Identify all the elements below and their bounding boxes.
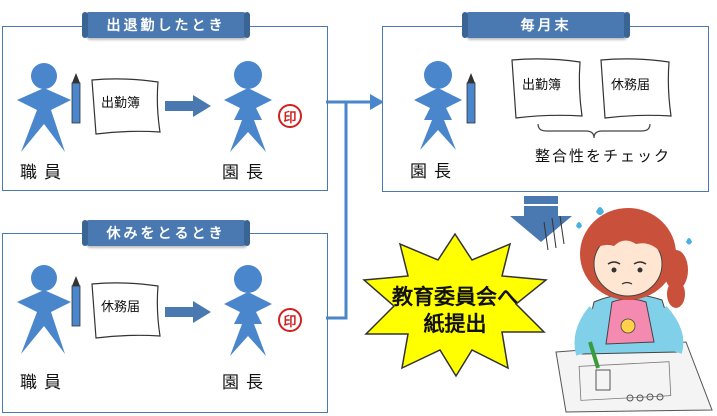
director-figure: [414, 61, 462, 150]
seal-stamp: 印: [278, 104, 302, 128]
director-figure: [224, 61, 272, 152]
document-label: 休務届: [101, 300, 141, 315]
staff-label: 職員: [20, 373, 68, 393]
seal-stamp: 印: [278, 308, 302, 332]
monthly-banner: 毎月末: [462, 12, 630, 38]
document-icon: [91, 282, 161, 339]
check-note: 整合性をチェック: [535, 147, 672, 165]
staff-figure: [17, 265, 71, 354]
document-icon: [600, 58, 672, 119]
flow-connector: [326, 94, 384, 320]
arrow-right-icon: [165, 301, 211, 323]
director-label: 園長: [410, 162, 458, 182]
burst-line-1: 教育委員会へ: [392, 285, 518, 309]
worried-girl-illustration: [543, 207, 713, 413]
burst-shape: [362, 232, 548, 378]
burst-line-2: 紙提出: [423, 312, 487, 336]
attendance-banner: 出退勤したとき: [82, 12, 250, 38]
arrow-down-icon: [510, 196, 572, 242]
document-label: 休務届: [611, 78, 651, 93]
arrow-right-icon: [165, 95, 211, 117]
document-label: 出勤簿: [522, 78, 562, 93]
document-icon: [511, 58, 583, 119]
director-label: 園長: [222, 163, 270, 183]
burst-text: 教育委員会へ 紙提出: [380, 284, 530, 338]
staff-label: 職員: [20, 163, 68, 183]
pencil-icon: [71, 276, 81, 327]
staff-figure: [17, 63, 71, 152]
director-figure: [224, 265, 272, 356]
bracket-icon: [537, 123, 651, 139]
pencil-icon: [71, 73, 81, 124]
leave-banner: 休みをとるとき: [82, 220, 250, 246]
director-label: 園長: [222, 373, 270, 393]
pencil-icon: [466, 73, 476, 124]
document-icon: [91, 78, 161, 135]
document-label: 出勤簿: [101, 96, 141, 111]
